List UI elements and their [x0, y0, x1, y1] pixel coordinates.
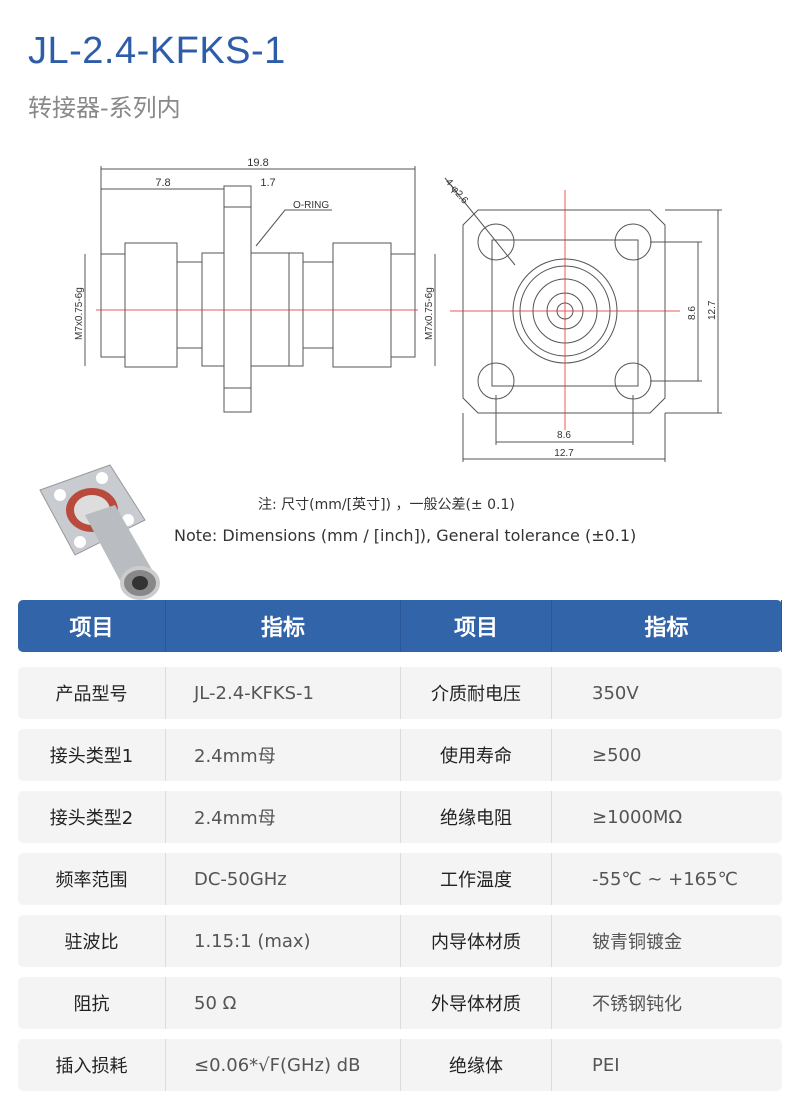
dim-hole-spacing-v: 8.6	[687, 306, 698, 320]
thread-left-label: M7x0.75-6g	[74, 287, 85, 340]
side-view-drawing: 19.8 7.8 1.7 O-RING M7x0.75-6g M7x0.75-6…	[74, 157, 436, 413]
dim-flange: 1.7	[260, 177, 275, 189]
spec-label: 工作温度	[401, 853, 552, 905]
spec-label: 产品型号	[18, 667, 166, 719]
spec-label: 内导体材质	[401, 915, 552, 967]
spec-label: 绝缘体	[401, 1039, 552, 1091]
product-title: JL-2.4-KFKS-1	[28, 30, 286, 72]
spec-value: -55℃ ~ +165℃	[592, 868, 738, 890]
hole-spec: 4-φ2.6	[443, 177, 471, 207]
thread-right-label: M7x0.75-6g	[424, 287, 435, 340]
dim-overall: 19.8	[247, 157, 268, 169]
spec-label: 绝缘电阻	[401, 791, 552, 843]
dim-size-v: 12.7	[707, 300, 718, 320]
spec-value: ≥1000MΩ	[592, 806, 683, 828]
spec-value: 铍青铜镀金	[592, 932, 682, 953]
spec-table-header: 项目 指标 项目 指标	[18, 600, 782, 652]
header-item: 项目	[18, 600, 166, 652]
product-subtitle: 转接器-系列内	[28, 94, 181, 122]
spec-label: 驻波比	[18, 915, 166, 967]
oring-label: O-RING	[293, 200, 329, 211]
spec-label: 阻抗	[18, 977, 166, 1029]
spec-label: 介质耐电压	[401, 667, 552, 719]
note-cn: 注: 尺寸(mm/[英寸]) ，一般公差(± 0.1)	[258, 497, 515, 513]
spec-value: 不锈钢钝化	[592, 994, 682, 1015]
front-view-drawing: 4-φ2.6 8.6 12.7 8.6 12.7	[443, 177, 722, 462]
spec-value: 350V	[592, 682, 639, 704]
spec-value: DC-50GHz	[166, 853, 401, 905]
spec-value: ≥500	[592, 744, 642, 766]
spec-label: 接头类型2	[18, 791, 166, 843]
spec-value: ≤0.06*√F(GHz) dB	[166, 1039, 401, 1091]
spec-value: PEI	[592, 1054, 620, 1076]
spec-label: 插入损耗	[18, 1039, 166, 1091]
dim-size-h: 12.7	[554, 448, 574, 459]
spec-value: JL-2.4-KFKS-1	[166, 667, 401, 719]
spec-value: 50 Ω	[166, 977, 401, 1029]
product-photo	[39, 464, 160, 600]
spec-label: 接头类型1	[18, 729, 166, 781]
spec-label: 使用寿命	[401, 729, 552, 781]
header-item-2: 项目	[401, 600, 552, 652]
spec-value: 1.15:1 (max)	[166, 915, 401, 967]
spec-value: 2.4mm母	[166, 729, 401, 781]
note-en: Note: Dimensions (mm / [inch]), General …	[174, 526, 637, 545]
spec-label: 外导体材质	[401, 977, 552, 1029]
header-value-2: 指标	[552, 600, 782, 652]
dim-left-length: 7.8	[155, 177, 170, 189]
header-value: 指标	[166, 600, 401, 652]
dim-hole-spacing-h: 8.6	[557, 430, 571, 441]
spec-label: 频率范围	[18, 853, 166, 905]
spec-value: 2.4mm母	[166, 791, 401, 843]
